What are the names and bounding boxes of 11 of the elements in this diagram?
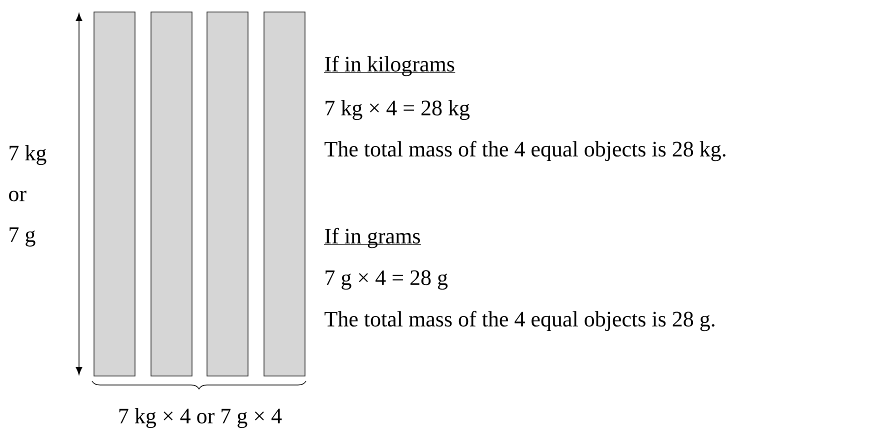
equation: 7 g × 4 = 28 g — [326, 270, 448, 290]
brace-label: 7 kg × 4 or 7 g × 4 — [119, 408, 282, 428]
equation: 7 kg × 4 = 28 kg — [326, 100, 470, 120]
dimension-label: or — [9, 190, 26, 202]
dimension-label: 7 kg — [10, 145, 46, 165]
bar — [264, 12, 306, 376]
bar — [94, 12, 136, 376]
bar — [206, 12, 248, 376]
bar — [150, 12, 192, 376]
heading: If in kilograms — [324, 56, 456, 76]
dimension-label: 7 g — [10, 227, 36, 247]
